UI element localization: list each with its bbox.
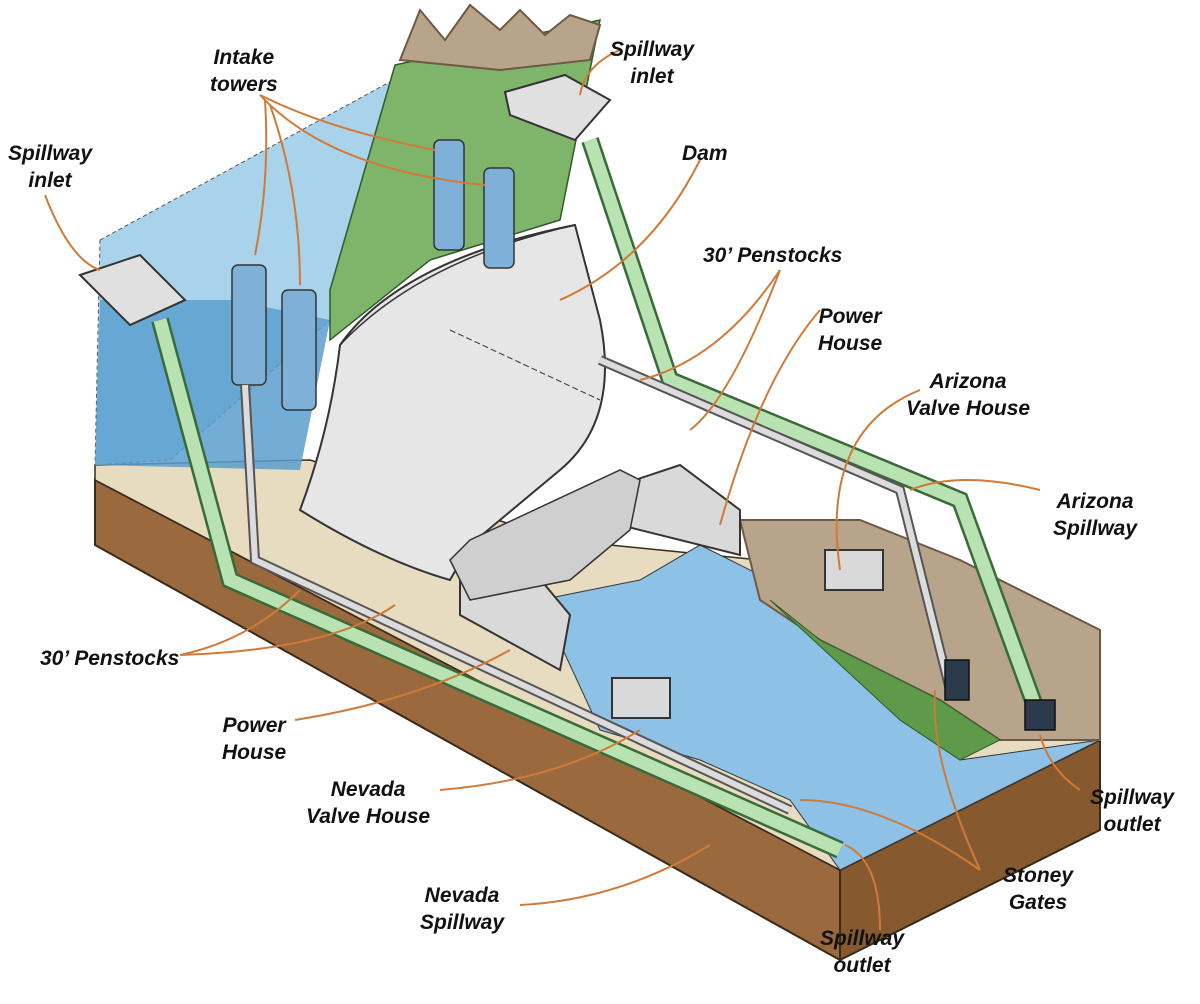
stoney-gate-box <box>944 659 970 701</box>
powerhouse-u-wall <box>449 469 641 601</box>
right-canyon-green <box>769 599 1001 761</box>
reservoir-water-deep <box>95 300 330 470</box>
mountain-peaks <box>398 3 602 72</box>
label-30-penstocks-right: 30’ Penstocks <box>703 244 843 267</box>
spillway-outlet-right-box <box>1024 699 1056 731</box>
dam-face <box>298 223 606 582</box>
spillway-inlet-top-structure <box>503 73 612 142</box>
dam-crest-line <box>339 224 576 346</box>
label-dam: Dam <box>682 142 728 165</box>
label-30-penstocks-left: 30’ Penstocks <box>40 647 180 670</box>
nevada-valve-house-box <box>611 677 671 719</box>
leader-lines <box>44 49 1081 931</box>
intake-towers <box>231 139 515 411</box>
arizona-valve-house-box <box>824 549 884 591</box>
spillway-inlet-left-structure <box>78 253 187 327</box>
